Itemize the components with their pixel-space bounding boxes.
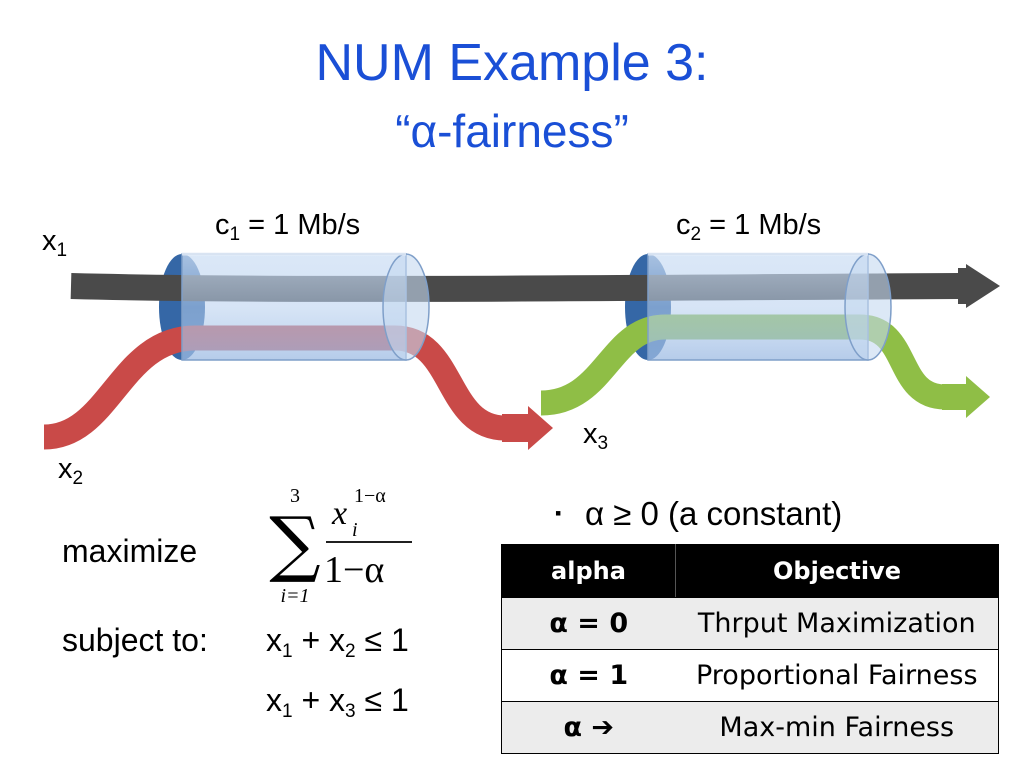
constraint-2: x1 + x3 ≤ 1 xyxy=(266,682,409,722)
bullet-marker: ▪ xyxy=(555,503,562,523)
numerator-subscript: i xyxy=(352,519,358,541)
link-2-capacity-label: c2 = 1 Mb/s xyxy=(676,209,822,245)
flow-1-label: x1 xyxy=(42,225,68,261)
alpha-constraint-bullet: ▪ α ≥ 0 (a constant) xyxy=(555,495,842,533)
flow-3-arrowhead xyxy=(942,376,990,418)
objective-cell: Max-min Fairness xyxy=(675,701,999,754)
alpha-cell: α ➔ xyxy=(501,701,676,754)
table-header-row: alpha Objective xyxy=(501,544,999,598)
constraint-1: x1 + x2 ≤ 1 xyxy=(266,622,409,662)
bullet-text: α ≥ 0 (a constant) xyxy=(585,495,843,532)
objective-cell: Proportional Fairness xyxy=(675,649,999,702)
alpha-cell: α = 1 xyxy=(501,649,676,702)
denominator: 1−α xyxy=(324,549,384,591)
pipe-2 xyxy=(647,252,892,361)
subject-to-label: subject to: xyxy=(62,622,208,658)
sum-upper-limit: 3 xyxy=(290,485,300,507)
sigma-symbol: ∑ xyxy=(269,501,320,585)
table-row: α ➔ Max-min Fairness xyxy=(501,701,999,754)
flow-3-label: x3 xyxy=(583,418,609,454)
pipe-1 xyxy=(181,252,430,361)
flow-2-label: x2 xyxy=(58,453,84,489)
numerator-exponent: 1−α xyxy=(354,485,386,507)
alpha-objective-table: alpha Objective α = 0 Thrput Maximizatio… xyxy=(501,544,999,754)
flow-2-arrowhead xyxy=(502,406,553,450)
alpha-cell: α = 0 xyxy=(501,597,676,650)
sum-lower-limit: i=1 xyxy=(280,585,309,607)
numerator-variable: x xyxy=(331,495,347,532)
table-row: α = 0 Thrput Maximization xyxy=(501,597,999,650)
maximize-label: maximize xyxy=(62,533,198,569)
link-1-capacity-label: c1 = 1 Mb/s xyxy=(215,209,361,245)
slide-title-line-2: “α-fairness” xyxy=(395,105,629,157)
flow-1-arrowhead xyxy=(958,264,1000,308)
objective-cell: Thrput Maximization xyxy=(675,597,999,650)
header-alpha: alpha xyxy=(501,544,676,598)
objective-formula: 3 ∑ i=1 x i 1−α 1−α xyxy=(269,485,412,607)
header-objective: Objective xyxy=(675,544,999,598)
slide-title-line-1: NUM Example 3: xyxy=(315,34,709,92)
table-row: α = 1 Proportional Fairness xyxy=(501,649,999,702)
